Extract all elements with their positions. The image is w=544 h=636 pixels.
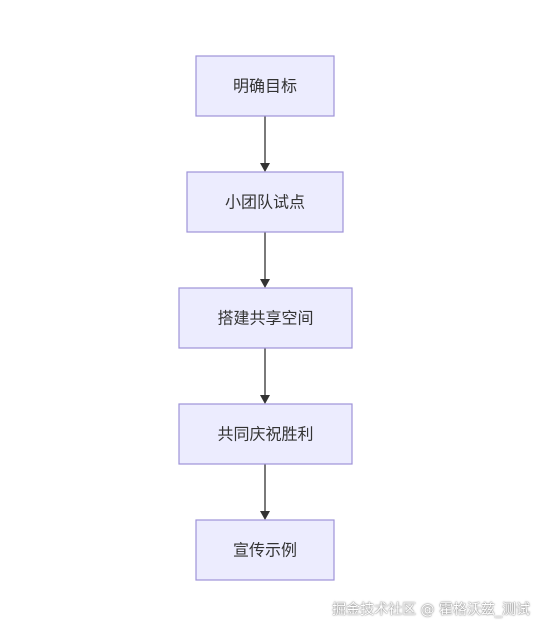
arrowhead-n4-n5 bbox=[260, 511, 270, 520]
flow-node-1: 明确目标 bbox=[195, 55, 335, 117]
flow-node-box bbox=[178, 287, 353, 349]
flow-node-label: 小团队试点 bbox=[225, 193, 305, 212]
flow-node-box bbox=[186, 171, 344, 233]
flow-node-4: 共同庆祝胜利 bbox=[178, 403, 353, 465]
flow-node-box bbox=[178, 403, 353, 465]
arrowhead-n3-n4 bbox=[260, 395, 270, 404]
flow-node-label: 共同庆祝胜利 bbox=[217, 425, 313, 444]
flow-node-5: 宣传示例 bbox=[195, 519, 335, 581]
flow-node-label: 宣传示例 bbox=[233, 541, 297, 560]
flow-node-2: 小团队试点 bbox=[186, 171, 344, 233]
arrowhead-n2-n3 bbox=[260, 279, 270, 288]
flow-node-label: 明确目标 bbox=[233, 77, 297, 96]
flow-node-label: 搭建共享空间 bbox=[217, 309, 313, 328]
flow-node-box bbox=[195, 55, 335, 117]
arrowhead-n1-n2 bbox=[260, 163, 270, 172]
watermark-text: 掘金技术社区 @ 霍格沃兹_测试 bbox=[332, 602, 530, 618]
flow-node-box bbox=[195, 519, 335, 581]
flow-node-3: 搭建共享空间 bbox=[178, 287, 353, 349]
